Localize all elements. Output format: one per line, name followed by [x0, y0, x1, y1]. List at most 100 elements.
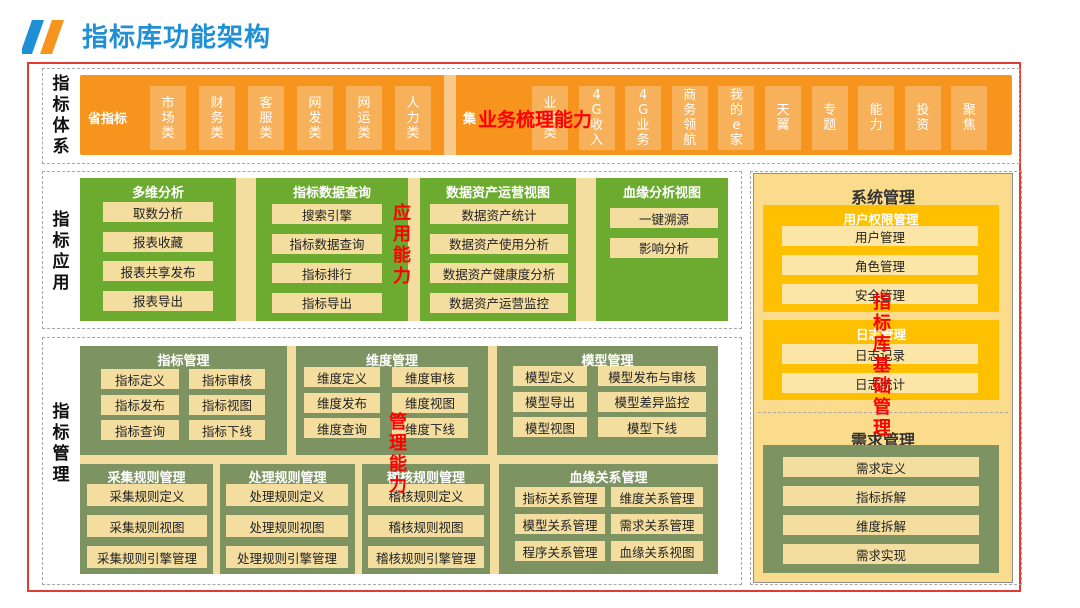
- list-item: 数据资产健康度分析: [430, 263, 568, 283]
- slash-logo-icon: [22, 20, 64, 54]
- index-category-item: 专题: [811, 86, 848, 150]
- index-app-row: [42, 171, 742, 329]
- list-item: 模型下线: [598, 417, 706, 437]
- index-category-item: 网运类: [346, 86, 382, 150]
- page-title: 指标库功能架构: [82, 23, 272, 53]
- list-item: 报表导出: [103, 290, 213, 311]
- index-category-item: 网发类: [297, 86, 333, 150]
- list-item: 搜索引擎: [272, 204, 382, 224]
- list-item: 取数分析: [103, 202, 213, 222]
- list-item: 日志统计: [782, 373, 978, 393]
- list-item: 指标发布: [101, 394, 179, 415]
- overlay-app-ability: 应用能力: [393, 203, 411, 287]
- index-category-item: 人力类: [395, 86, 431, 150]
- list-item: 模型发布与审核: [598, 366, 706, 386]
- list-item: 采集规则引擎管理: [87, 546, 207, 568]
- list-item: 处理规则视图: [226, 515, 348, 537]
- list-item: 数据资产使用分析: [430, 233, 568, 254]
- list-item: 维度查询: [304, 418, 380, 438]
- list-item: 影响分析: [610, 237, 718, 258]
- perm-title: 用户权限管理: [843, 212, 919, 227]
- side-label-index-app: 指标应用: [52, 210, 70, 293]
- list-item: 处理规则定义: [226, 484, 348, 506]
- index-mgmt-row: [42, 337, 742, 585]
- list-item: 维度下线: [392, 418, 468, 438]
- list-item: 指标视图: [189, 394, 265, 415]
- mgmt-relation-title: 血缘关系管理: [569, 471, 648, 486]
- list-item: 指标数据查询: [272, 233, 382, 254]
- province-label: 省指标: [88, 112, 128, 127]
- group-label: 集: [463, 112, 477, 127]
- list-item: 安全管理: [782, 284, 978, 304]
- list-item: 模型定义: [513, 366, 587, 386]
- list-item: 模型视图: [513, 417, 587, 437]
- side-label-index-mgmt: 指标管理: [52, 402, 70, 485]
- list-item: 模型导出: [513, 391, 587, 412]
- list-item: 维度发布: [304, 392, 380, 413]
- list-item: 需求实现: [783, 544, 979, 564]
- list-item: 需求定义: [783, 457, 979, 477]
- index-category-item: 市场类: [150, 86, 186, 150]
- list-item: 指标下线: [189, 420, 265, 440]
- list-item: 血缘关系视图: [611, 541, 703, 561]
- index-category-item: 投资: [904, 86, 941, 150]
- system-mgmt-title: 系统管理: [850, 188, 915, 207]
- band-separator: [444, 75, 456, 155]
- list-item: 报表共享发布: [103, 261, 213, 281]
- list-item: 指标拆解: [783, 486, 979, 506]
- list-item: 模型关系管理: [515, 514, 605, 534]
- side-label-index-system: 指标体系: [52, 74, 70, 157]
- index-category-item: 天翼: [765, 86, 801, 150]
- system-row: [750, 171, 1022, 585]
- list-item: 角色管理: [782, 255, 978, 275]
- mgmt-indicator-title: 指标管理: [157, 354, 210, 369]
- list-item: 指标查询: [101, 420, 179, 440]
- mgmt-collect-title: 采集规则管理: [107, 471, 186, 486]
- log-title: 日志管理: [855, 327, 906, 342]
- overlay-base-mgmt: 指标库基础管理: [873, 292, 891, 439]
- list-item: 采集规则定义: [87, 484, 207, 506]
- app-asset-title: 数据资产运营视图: [445, 186, 550, 201]
- list-item: 处理规则引擎管理: [226, 546, 348, 568]
- list-item: 维度定义: [304, 367, 380, 387]
- list-item: 报表收藏: [103, 231, 213, 252]
- list-item: 采集规则视图: [87, 515, 207, 537]
- list-item: 指标审核: [189, 369, 265, 389]
- list-item: 指标导出: [272, 292, 382, 313]
- list-item: 维度关系管理: [611, 487, 703, 507]
- mgmt-dimension-title: 维度管理: [365, 354, 418, 369]
- list-item: 需求关系管理: [611, 514, 703, 534]
- app-query-title: 指标数据查询: [292, 186, 371, 201]
- index-category-item: 业务类: [532, 86, 568, 150]
- list-item: 指标定义: [101, 369, 179, 389]
- list-item: 维度拆解: [783, 515, 979, 535]
- list-item: 数据资产运营监控: [430, 292, 568, 313]
- list-item: 稽核规则视图: [368, 515, 484, 537]
- index-category-item: 能力: [858, 86, 895, 150]
- index-category-item: 商务领航: [671, 86, 708, 150]
- app-lineage-title: 血缘分析视图: [622, 186, 701, 201]
- overlay-business-ability: 业务梳理能力: [478, 109, 593, 131]
- list-item: 一键溯源: [610, 208, 718, 228]
- overlay-mgmt-ability: 管理能力: [389, 412, 407, 496]
- app-multi-title: 多维分析: [131, 186, 184, 201]
- index-system-row: [42, 68, 1020, 164]
- mgmt-audit-title: 稽核规则管理: [386, 471, 465, 486]
- list-item: 稽核规则引擎管理: [368, 546, 484, 568]
- list-item: 维度审核: [392, 367, 468, 387]
- list-item: 日志记录: [782, 344, 978, 364]
- mgmt-process-title: 处理规则管理: [248, 471, 327, 486]
- list-item: 稽核规则定义: [368, 484, 484, 506]
- mgmt-model-title: 模型管理: [581, 354, 634, 369]
- index-category-item: 客服类: [248, 86, 284, 150]
- outer-frame: [27, 62, 1021, 592]
- list-item: 用户管理: [782, 226, 978, 246]
- list-item: 维度视图: [392, 392, 468, 413]
- index-category-item: 聚焦: [951, 86, 988, 150]
- index-category-item: 财务类: [199, 86, 235, 150]
- list-item: 指标关系管理: [515, 487, 605, 507]
- list-item: 程序关系管理: [515, 541, 605, 561]
